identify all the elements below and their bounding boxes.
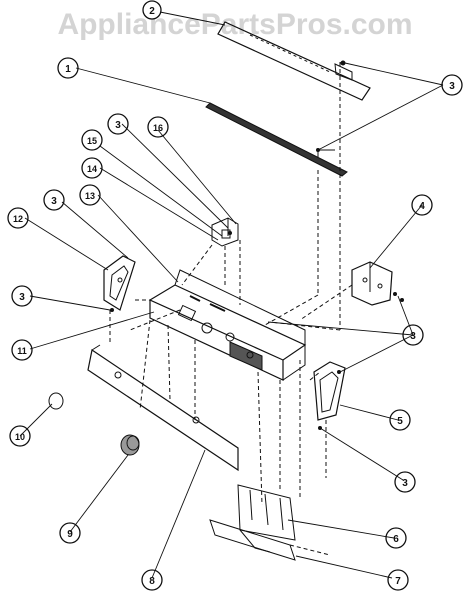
svg-text:11: 11 (17, 346, 27, 356)
svg-text:2: 2 (149, 6, 155, 17)
svg-text:3: 3 (19, 292, 25, 303)
callout-13: 13 (79, 184, 101, 206)
callouts: 1 2 3 3 3 3 3 3 3 3 4 5 6 7 8 9 10 11 12… (7, 0, 463, 591)
callout-6: 6 (385, 527, 407, 549)
callout-10: 10 (9, 425, 31, 447)
part-backsplash (87, 344, 239, 472)
svg-text:1: 1 (65, 64, 71, 75)
svg-text:9: 9 (67, 529, 73, 540)
svg-text:3: 3 (115, 120, 121, 131)
part-right-endcap (313, 361, 346, 421)
callout-3-left-mid: 3 (11, 285, 33, 307)
svg-text:4: 4 (419, 201, 425, 212)
svg-text:3: 3 (410, 331, 416, 342)
assembly-guides (109, 62, 353, 556)
callout-3-upper-mid: 3 (107, 113, 129, 135)
part-lower-bracket (209, 484, 296, 561)
screws (110, 60, 404, 430)
callout-15: 15 (81, 129, 103, 151)
part-right-bracket (351, 261, 393, 306)
callout-7: 7 (387, 569, 409, 591)
part-top-cover (217, 21, 371, 101)
callout-9: 9 (59, 522, 81, 544)
callout-3-top: 3 (441, 74, 463, 96)
svg-text:8: 8 (149, 576, 155, 587)
part-small-knob (48, 392, 64, 410)
callout-16: 16 (147, 116, 169, 138)
callout-12: 12 (7, 207, 29, 229)
part-knob (120, 434, 140, 456)
callout-8: 8 (141, 569, 163, 591)
part-console-panel (148, 269, 307, 381)
svg-text:3: 3 (402, 478, 408, 489)
callout-2: 2 (142, 0, 162, 20)
svg-text:16: 16 (153, 123, 163, 133)
svg-text:5: 5 (397, 416, 403, 427)
part-left-endcap (103, 255, 136, 311)
callout-14: 14 (81, 157, 103, 179)
part-strip (205, 102, 348, 177)
callout-5: 5 (389, 409, 411, 431)
callout-3-right-mid: 3 (402, 324, 424, 346)
svg-text:10: 10 (15, 432, 25, 442)
callout-4: 4 (411, 194, 433, 216)
callout-3-right-lower: 3 (394, 471, 416, 493)
svg-text:3: 3 (449, 81, 455, 92)
callout-11: 11 (11, 339, 33, 361)
svg-text:6: 6 (393, 534, 399, 545)
svg-text:3: 3 (51, 196, 57, 207)
leader-lines (19, 11, 444, 579)
svg-text:12: 12 (13, 214, 23, 224)
svg-text:7: 7 (395, 576, 401, 587)
svg-text:13: 13 (85, 191, 95, 201)
callout-3-left-upper: 3 (43, 189, 65, 211)
svg-text:14: 14 (87, 164, 97, 174)
callout-1: 1 (57, 57, 79, 79)
svg-text:15: 15 (87, 136, 97, 146)
